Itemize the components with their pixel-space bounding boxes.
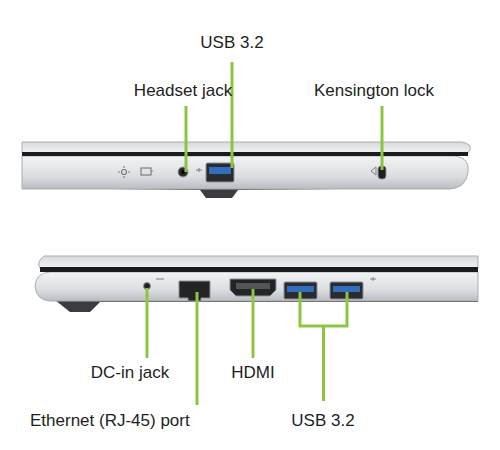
port-label: Kensington lock [314,81,434,101]
port-label: HDMI [231,363,274,383]
port-label: USB 3.2 [291,411,354,431]
port-label: USB 3.2 [200,33,263,53]
port-label: Ethernet (RJ-45) port [30,411,190,431]
port-label: Headset jack [134,81,232,101]
port-label: DC-in jack [91,363,169,383]
laptop-right-side [35,256,478,312]
laptop-left-side [22,142,470,198]
leader-lines [147,62,382,405]
